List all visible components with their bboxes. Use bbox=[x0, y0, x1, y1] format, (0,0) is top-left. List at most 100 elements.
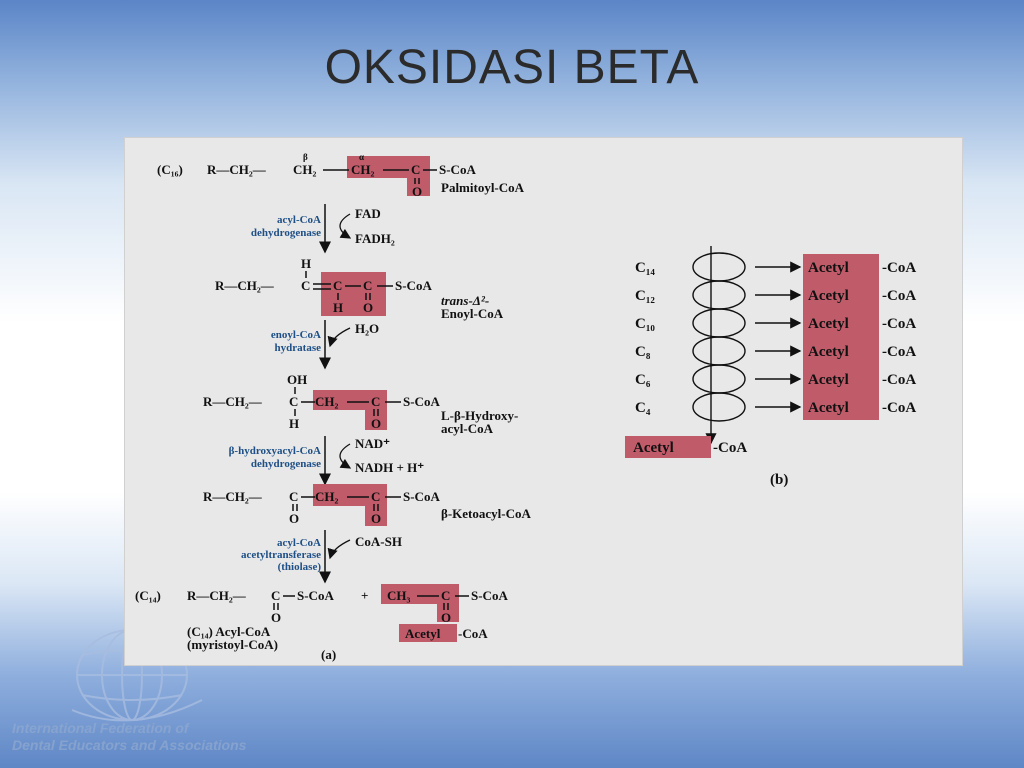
h2o-label: H₂O bbox=[355, 321, 379, 336]
keto-ch2: CH₂ bbox=[315, 489, 339, 504]
acetyl-label-b-3: Acetyl bbox=[808, 316, 849, 332]
chain-label-c12: C₁₂ bbox=[635, 288, 655, 304]
acetyl-label-b-1: Acetyl bbox=[808, 260, 849, 276]
acyl-coa-c14-label: (C₁₄) Acyl-CoA bbox=[187, 624, 271, 639]
enzyme-thiolase-2: acetyltransferase bbox=[241, 549, 321, 561]
s-coa-4: S-CoA bbox=[403, 489, 440, 504]
acetyl-box-a bbox=[399, 624, 457, 642]
logo-line-1: International Federation of bbox=[12, 720, 189, 736]
nad-label: NAD⁺ bbox=[355, 436, 390, 451]
enoyl-c-alpha: C bbox=[333, 278, 342, 293]
nadh-label: NADH + H⁺ bbox=[355, 460, 424, 475]
enzyme-enoyl-coa-hydratase-1: enoyl-CoA bbox=[271, 329, 321, 341]
enzyme-thiolase-1: acyl-CoA bbox=[277, 537, 321, 549]
keto-c-carbonyl: C bbox=[371, 489, 380, 504]
product-c-carbonyl: C bbox=[271, 588, 280, 603]
highlight-alpha-carbonyl bbox=[347, 156, 430, 196]
keto-c-beta: C bbox=[289, 489, 298, 504]
palmitoyl-coa-label: Palmitoyl-CoA bbox=[441, 180, 525, 195]
acetyl-label-b-5: Acetyl bbox=[808, 372, 849, 388]
product-oxygen: O bbox=[271, 610, 281, 625]
acetyl-box-b-final bbox=[625, 436, 711, 458]
enoyl-h-top: H bbox=[301, 256, 311, 271]
acetyl-label-b-final: Acetyl bbox=[633, 440, 674, 456]
chain-label-c8: C₈ bbox=[635, 344, 651, 360]
r-ch2-group: R—CH₂— bbox=[207, 162, 267, 177]
beta-ch2: CH₂ bbox=[293, 162, 317, 177]
highlight-hydroxyacyl bbox=[313, 390, 387, 430]
acetyl-column-highlight bbox=[803, 254, 879, 420]
carbon-count-c16: (C₁₆) bbox=[157, 162, 183, 177]
highlight-acetyl-group bbox=[381, 584, 459, 622]
enoyl-c-beta: C bbox=[301, 278, 310, 293]
hydroxy-ch2: CH₂ bbox=[315, 394, 339, 409]
fadh2-label: FADH₂ bbox=[355, 231, 395, 246]
r-ch2-group-3: R—CH₂— bbox=[203, 394, 263, 409]
coa-suffix-a: -CoA bbox=[458, 626, 488, 641]
highlight-ketoacyl bbox=[313, 484, 387, 526]
r-ch2-group-4: R—CH₂— bbox=[203, 489, 263, 504]
ketoacyl-coa-label: β-Ketoacyl-CoA bbox=[441, 506, 531, 521]
s-coa-2: S-CoA bbox=[395, 278, 432, 293]
alpha-ch2: CH₂ bbox=[351, 162, 375, 177]
panel-b: C₁₄ C₁₂ C₁₀ C₈ C₆ C₄ Acetyl -CoA Acetyl … bbox=[625, 246, 916, 488]
chain-label-c10: C₁₀ bbox=[635, 316, 655, 332]
ch3-group: CH₃ bbox=[387, 588, 411, 603]
hydroxy-oxygen: O bbox=[371, 416, 381, 431]
enoyl-oxygen: O bbox=[363, 300, 373, 315]
s-coa-3: S-CoA bbox=[403, 394, 440, 409]
carbonyl-oxygen: O bbox=[412, 184, 422, 199]
coa-suffix-b-final: -CoA bbox=[713, 440, 747, 456]
coa-suffix-b-1: -CoA bbox=[882, 260, 916, 276]
hydroxy-c-beta: C bbox=[289, 394, 298, 409]
s-coa-1: S-CoA bbox=[439, 162, 476, 177]
hydroxy-label-2: acyl-CoA bbox=[441, 421, 494, 436]
acetyl-label-a: Acetyl bbox=[405, 626, 441, 641]
highlight-enoyl bbox=[321, 272, 386, 316]
beta-oxidation-diagram: (C₁₆) R—CH₂— β CH₂ α CH₂ C O S-CoA Palmi… bbox=[135, 152, 916, 662]
keto-oxygen-carbonyl: O bbox=[371, 511, 381, 526]
caption-a: (a) bbox=[321, 647, 336, 662]
chain-label-c14: C₁₄ bbox=[635, 260, 655, 276]
beta-label: β bbox=[303, 152, 308, 162]
alpha-label: α bbox=[359, 152, 364, 162]
hydroxy-c-carbonyl: C bbox=[371, 394, 380, 409]
trans-delta2-label: trans-Δ²- bbox=[441, 293, 489, 308]
diagram-panel: (C₁₆) R—CH₂— β CH₂ α CH₂ C O S-CoA Palmi… bbox=[124, 137, 963, 666]
acetyl-coa-list: Acetyl -CoA Acetyl -CoA Acetyl -CoA Acet… bbox=[808, 260, 916, 416]
acetyl-c-carbonyl: C bbox=[441, 588, 450, 603]
enzyme-thiolase-3: (thiolase) bbox=[278, 561, 322, 573]
acetyl-label-b-4: Acetyl bbox=[808, 344, 849, 360]
s-coa-6: S-CoA bbox=[471, 588, 508, 603]
logo-line-2: Dental Educators and Associations bbox=[12, 737, 247, 753]
coa-suffix-b-6: -CoA bbox=[882, 400, 916, 416]
panel-a: (C₁₆) R—CH₂— β CH₂ α CH₂ C O S-CoA Palmi… bbox=[135, 152, 531, 662]
carbonyl-carbon: C bbox=[411, 162, 420, 177]
enzyme-enoyl-coa-hydratase-2: hydratase bbox=[275, 342, 322, 354]
coa-suffix-b-2: -CoA bbox=[882, 288, 916, 304]
acetyl-arrows bbox=[755, 261, 802, 413]
enoyl-coa-label: Enoyl-CoA bbox=[441, 306, 504, 321]
plus-sign: + bbox=[361, 588, 368, 603]
r-ch2-group-2: R—CH₂— bbox=[215, 278, 275, 293]
caption-b: (b) bbox=[770, 472, 788, 488]
myristoyl-coa-label: (myristoyl-CoA) bbox=[187, 637, 278, 652]
hydroxy-h: H bbox=[289, 416, 299, 431]
acetyl-label-b-2: Acetyl bbox=[808, 288, 849, 304]
enzyme-hydroxyacyl-dehydrogenase-1: β-hydroxyacyl-CoA bbox=[229, 445, 321, 457]
coa-suffix-b-5: -CoA bbox=[882, 372, 916, 388]
keto-oxygen-beta: O bbox=[289, 511, 299, 526]
enzyme-acyl-coa-dehydrogenase-1: acyl-CoA bbox=[277, 214, 321, 226]
coa-suffix-b-4: -CoA bbox=[882, 344, 916, 360]
chain-label-c6: C₆ bbox=[635, 372, 651, 388]
coa-sh-label: CoA-SH bbox=[355, 534, 402, 549]
acetyl-label-b-6: Acetyl bbox=[808, 400, 849, 416]
slide-title: OKSIDASI BETA bbox=[324, 41, 700, 94]
s-coa-5: S-CoA bbox=[297, 588, 334, 603]
carbon-count-c14: (C₁₄) bbox=[135, 588, 161, 603]
spiral-loops bbox=[692, 252, 746, 422]
r-ch2-group-5: R—CH₂— bbox=[187, 588, 247, 603]
enoyl-h-bottom: H bbox=[333, 300, 343, 315]
coa-suffix-b-3: -CoA bbox=[882, 316, 916, 332]
fad-label: FAD bbox=[355, 206, 381, 221]
